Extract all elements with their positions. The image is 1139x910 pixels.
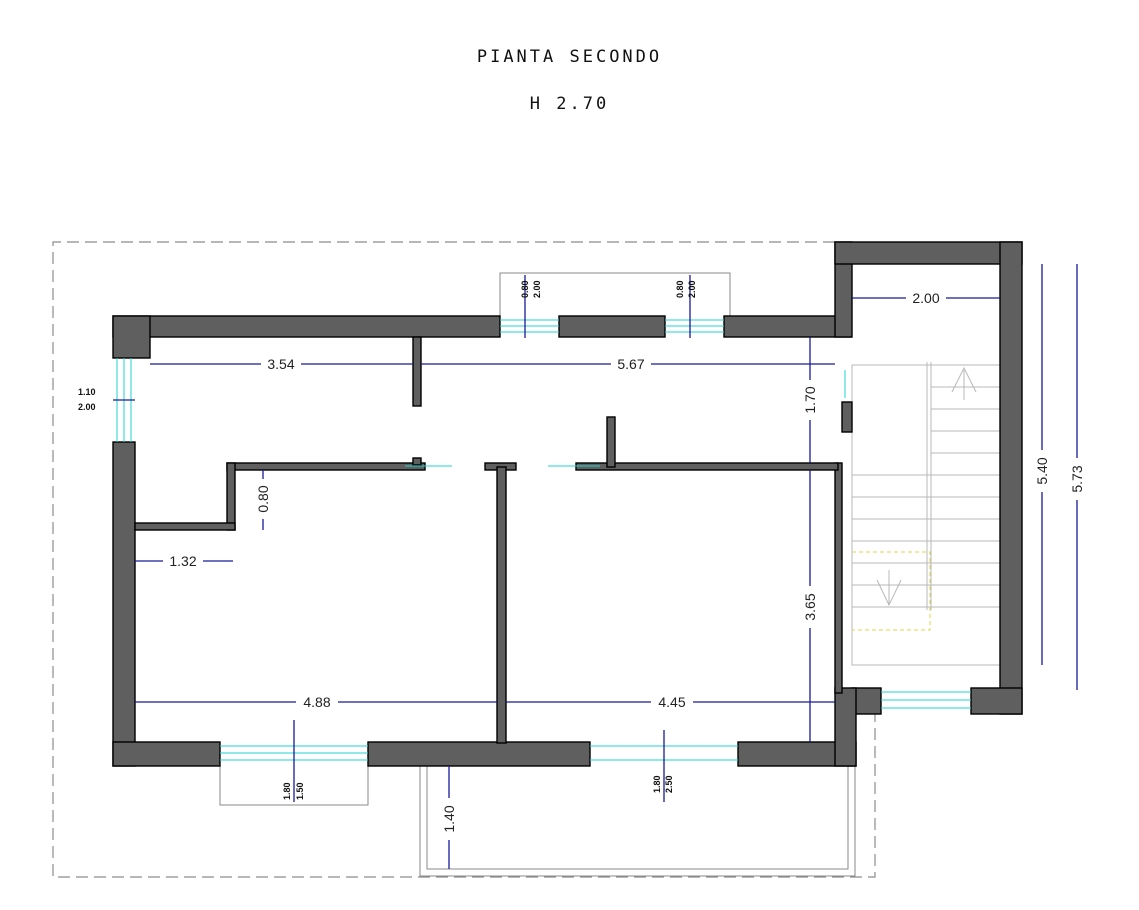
dim-1-70: 1.70 [802,386,818,413]
win-left-width: 1.10 [78,387,96,397]
balcony-outline [419,765,856,877]
dim-5-67: 5.67 [617,356,644,372]
win-top-left-height: 2.00 [532,280,542,298]
window-projection-boxes [219,272,731,806]
win-top-right-height: 2.00 [687,280,697,298]
door-openings [405,370,846,467]
property-outline [52,241,876,878]
dim-2-00: 2.00 [912,290,939,306]
dim-0-80: 0.80 [255,485,271,512]
win-bottom-left-height: 1.50 [295,782,305,800]
dim-1-32: 1.32 [169,553,196,569]
win-bottom-left-width: 1.80 [282,782,292,800]
ceiling-height-label: H 2.70 [529,94,610,114]
dimension-labels: 3.54 5.67 2.00 1.70 5.40 5.73 0.80 1.32 … [163,290,1085,840]
walls [112,241,1023,767]
window-top-right [665,319,724,333]
win-left-height: 2.00 [78,402,96,412]
dim-5-73: 5.73 [1069,465,1085,492]
win-bottom-right-height: 2.50 [664,775,674,793]
dim-3-54: 3.54 [267,356,294,372]
dim-4-88: 4.88 [303,694,330,710]
window-size-labels: 0.80 2.00 0.80 2.00 1.10 2.00 1.80 1.50 … [78,280,697,800]
dim-1-40: 1.40 [441,805,457,832]
win-bottom-right-width: 1.80 [652,775,662,793]
staircase [851,362,1001,666]
dimension-lines [113,264,1078,869]
dim-5-40: 5.40 [1034,457,1050,484]
window-top-left [500,319,559,333]
dim-4-45: 4.45 [658,694,685,710]
dim-3-65: 3.65 [802,593,818,620]
plan-title: PIANTA SECONDO [476,47,663,67]
windows [116,319,971,761]
win-top-right-width: 0.80 [675,280,685,298]
win-top-left-width: 0.80 [520,280,530,298]
window-stair [881,691,971,709]
